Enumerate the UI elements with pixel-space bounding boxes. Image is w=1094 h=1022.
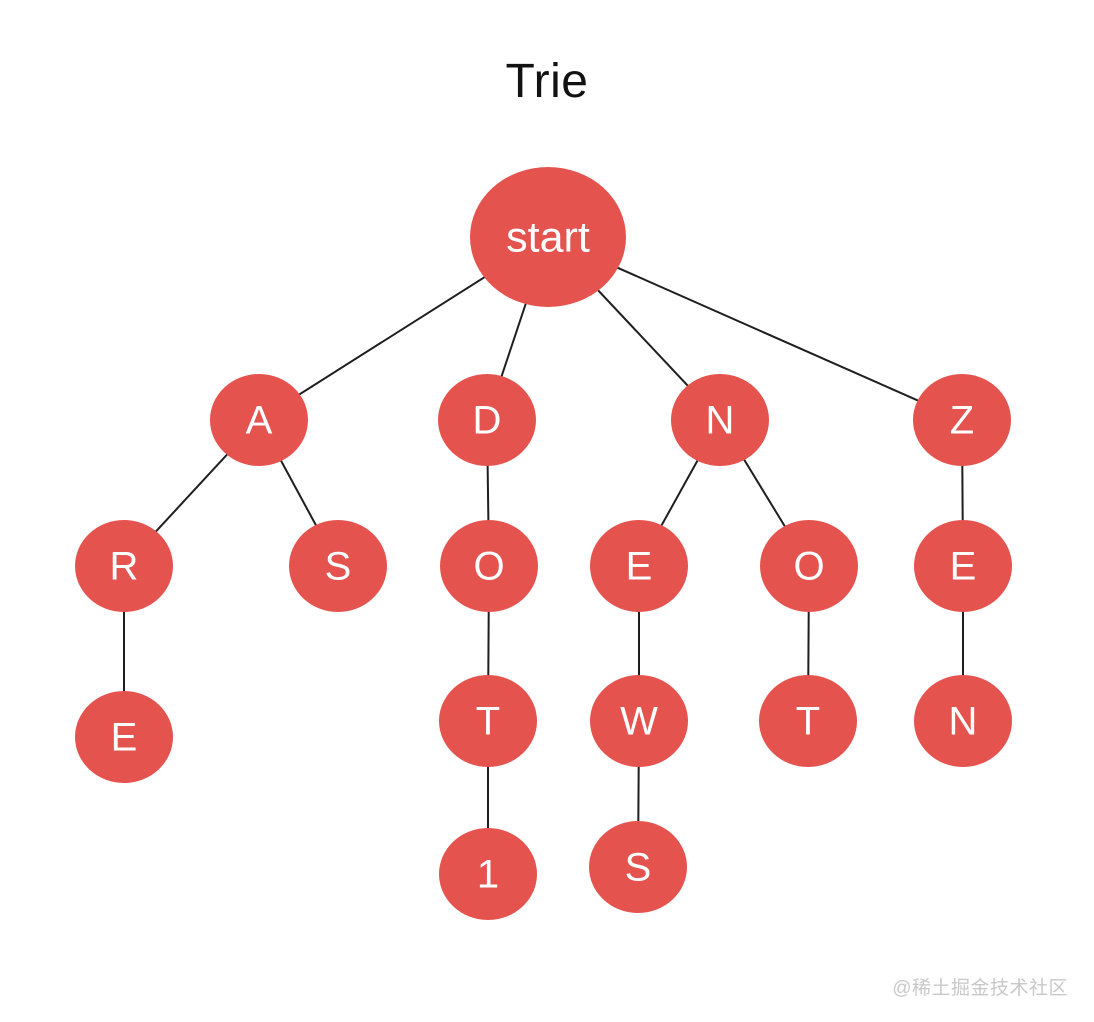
trie-node-O1: O <box>440 520 538 612</box>
trie-node-circle <box>589 821 687 913</box>
trie-node-R: R <box>75 520 173 612</box>
trie-node-circle <box>671 374 769 466</box>
trie-node-S1: S <box>289 520 387 612</box>
trie-node-label: A <box>246 399 273 443</box>
trie-node-circle <box>439 828 537 920</box>
trie-node-circle <box>590 675 688 767</box>
trie-node-circle <box>914 675 1012 767</box>
trie-node-circle <box>759 675 857 767</box>
trie-node-T1: T <box>439 675 537 767</box>
trie-node-label: E <box>111 716 138 760</box>
diagram-title: Trie <box>505 55 589 108</box>
trie-node-Z: Z <box>913 374 1011 466</box>
trie-node-W1: W <box>590 675 688 767</box>
trie-node-O2: O <box>760 520 858 612</box>
trie-node-circle <box>438 374 536 466</box>
trie-node-label: R <box>110 545 139 589</box>
trie-node-circle <box>590 520 688 612</box>
trie-node-circle <box>440 520 538 612</box>
trie-node-D: D <box>438 374 536 466</box>
trie-node-circle <box>210 374 308 466</box>
trie-node-circle <box>760 520 858 612</box>
trie-node-E1: E <box>590 520 688 612</box>
trie-node-label: E <box>626 545 653 589</box>
trie-node-A: A <box>210 374 308 466</box>
trie-node-label: T <box>796 700 820 744</box>
trie-node-label: S <box>325 545 352 589</box>
trie-node-label: S <box>625 846 652 890</box>
trie-node-circle <box>470 167 626 307</box>
trie-node-label: W <box>620 700 658 744</box>
trie-node-circle <box>75 520 173 612</box>
trie-node-E3: E <box>75 691 173 783</box>
trie-node-circle <box>289 520 387 612</box>
trie-node-label: D <box>473 399 502 443</box>
trie-node-circle <box>913 374 1011 466</box>
trie-node-label: Z <box>950 399 974 443</box>
trie-node-label: O <box>793 545 824 589</box>
trie-node-circle <box>439 675 537 767</box>
trie-node-label: 1 <box>477 853 499 897</box>
trie-node-S2: S <box>589 821 687 913</box>
trie-node-label: O <box>473 545 504 589</box>
trie-node-label: N <box>949 700 978 744</box>
trie-node-T2: T <box>759 675 857 767</box>
trie-node-start: start <box>470 167 626 307</box>
trie-node-label: N <box>706 399 735 443</box>
trie-node-label: T <box>476 700 500 744</box>
trie-node-label: start <box>506 214 590 262</box>
watermark: @稀土掘金技术社区 <box>892 978 1068 999</box>
trie-node-N2: N <box>914 675 1012 767</box>
trie-node-N1: N <box>671 374 769 466</box>
trie-node-label: E <box>950 545 977 589</box>
trie-node-circle <box>914 520 1012 612</box>
trie-node-E2: E <box>914 520 1012 612</box>
trie-node-ONE: 1 <box>439 828 537 920</box>
trie-node-circle <box>75 691 173 783</box>
